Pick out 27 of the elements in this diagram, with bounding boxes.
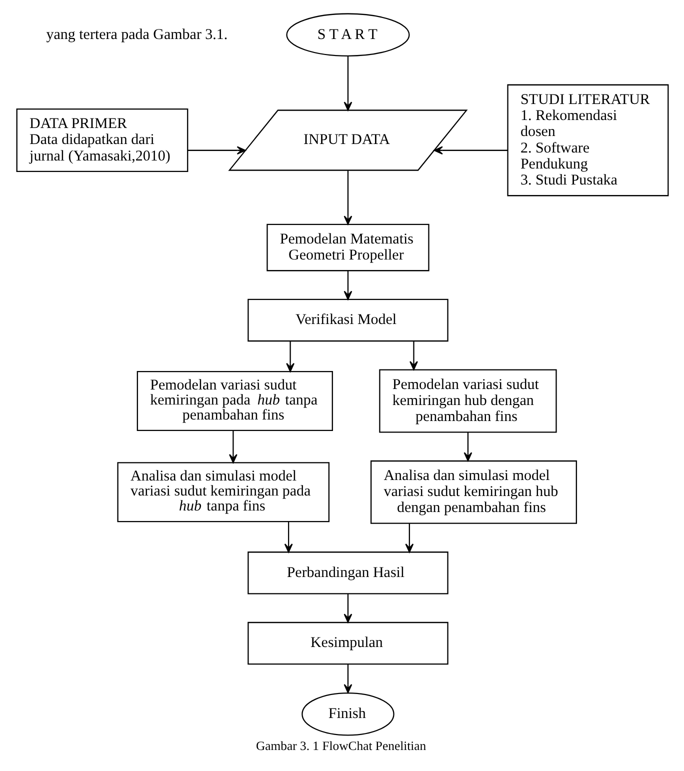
node-box: Analisa dan simulasi model variasi sudut kemiringan hub dengan penambahan fins <box>370 460 576 524</box>
node-box: Pemodelan Matematis Geometri Propeller <box>266 223 429 271</box>
arrow <box>343 170 352 224</box>
node-box: Verifikasi Model <box>247 298 448 342</box>
arrow <box>433 146 508 154</box>
arrow <box>343 664 352 693</box>
node-box: Analisa dan simulasi model variasi sudut kemiringan pada hub tanpa fins <box>116 462 330 522</box>
node-box: Kesimpulan <box>247 621 448 664</box>
node-box: Perbandingan Hasil <box>247 551 448 594</box>
node-box: DATA PRIMER Data didapatkan dari jurnal (Yamasaki,2010) <box>16 108 188 172</box>
node-ellipse: S T A R T <box>286 12 410 56</box>
node-box: Pemodelan variasi sudut kemiringan pada hub tanpa penambahan fins <box>136 370 332 430</box>
node-ellipse: Finish <box>301 692 394 736</box>
arrow <box>187 146 246 154</box>
label: yang tertera pada Gambar 3.1. <box>46 26 228 42</box>
arrow <box>463 432 472 461</box>
node-box: Pemodelan variasi sudut kemiringan hub dengan penambahan fins <box>378 368 556 432</box>
arrow <box>343 270 352 300</box>
arrow <box>404 523 414 552</box>
arrow <box>343 594 352 622</box>
arrow <box>409 340 418 370</box>
arrow <box>286 340 294 372</box>
arrow <box>284 521 292 552</box>
arrow <box>228 430 237 463</box>
arrow <box>343 56 352 110</box>
caption: Gambar 3. 1 FlowChat Penelitian <box>255 738 426 753</box>
node-box: STUDI LITERATUR 1. Rekomendasi dosen 2. Software Pendukung 3. Studi Pustaka <box>506 84 668 196</box>
